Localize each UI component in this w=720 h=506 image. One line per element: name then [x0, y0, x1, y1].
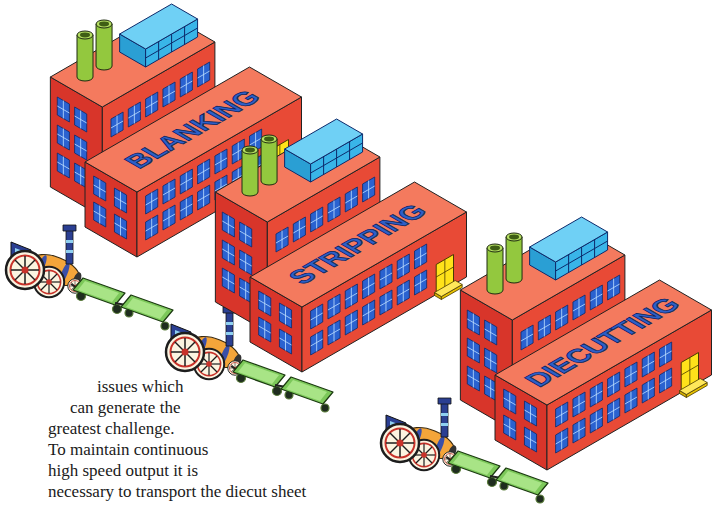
body-text: issues which can generate the greatest c…: [48, 377, 306, 501]
factory-shape: [215, 119, 466, 372]
body-paragraph: issues which can generate the greatest c…: [40, 376, 360, 502]
factory-building: STRIPPING: [215, 118, 467, 374]
factory-building: DIECUTTING: [460, 216, 712, 472]
factory-shape: [460, 217, 711, 470]
